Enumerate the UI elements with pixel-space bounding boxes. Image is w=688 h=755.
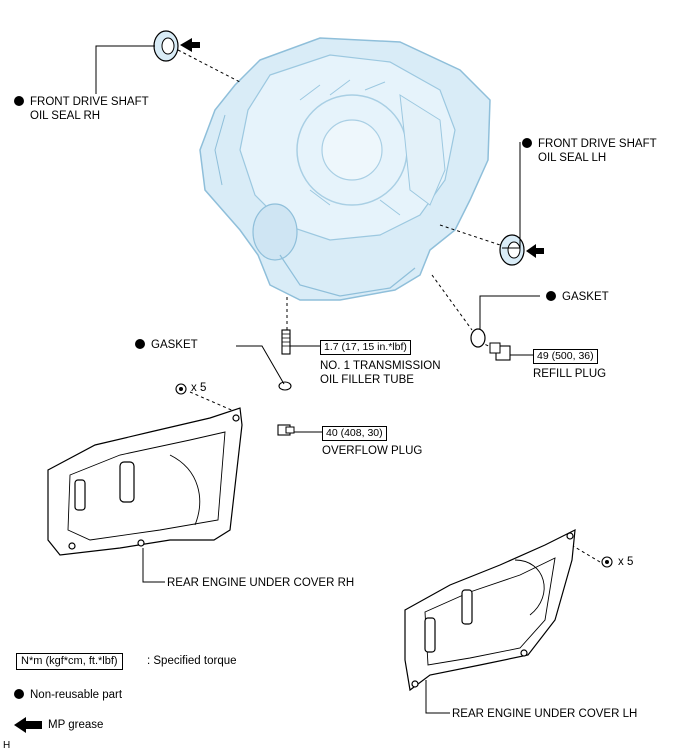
refill-plug: [489, 342, 511, 361]
oil-seal-lh: [499, 234, 544, 266]
callout-lines: [95, 45, 540, 714]
label-filler-tube: NO. 1 TRANSMISSION: [320, 360, 441, 372]
clip-rh: [175, 383, 187, 395]
label-front-seal-rh: FRONT DRIVE SHAFT: [14, 95, 149, 109]
overflow-plug: [277, 424, 295, 436]
non-reusable-icon: [14, 96, 24, 106]
label-filler-tube-line2: OIL FILLER TUBE: [320, 374, 414, 386]
gasket-overflow: [278, 381, 292, 391]
label-gasket-refill: GASKET: [546, 290, 609, 304]
grease-arrow-icon: [180, 38, 200, 52]
legend-torque-box: N*m (kgf*cm, ft.*lbf): [16, 653, 123, 670]
figure-code: H: [3, 740, 11, 751]
gasket-refill: [470, 328, 486, 348]
under-cover-lh: [404, 528, 576, 692]
label-lh-clips-qty: x 5: [618, 556, 634, 568]
legend-grease-arrow-icon: [14, 717, 42, 733]
torque-filler-tube: 1.7 (17, 15 in.*lbf): [320, 340, 411, 355]
transaxle-illustration: [199, 37, 491, 301]
non-reusable-icon: [522, 138, 532, 148]
oil-seal-rh: [153, 30, 200, 62]
label-front-seal-lh-line2: OIL SEAL LH: [538, 152, 607, 164]
non-reusable-icon: [14, 689, 24, 699]
label-cover-rh: REAR ENGINE UNDER COVER RH: [167, 577, 355, 589]
under-cover-rh: [47, 407, 243, 556]
grease-arrow-icon: [526, 244, 544, 258]
legend-non-reusable: Non-reusable part: [14, 688, 122, 702]
legend-torque-desc: : Specified torque: [147, 655, 237, 667]
label-gasket-overflow: GASKET: [135, 338, 198, 352]
non-reusable-icon: [135, 339, 145, 349]
torque-overflow-plug: 40 (408, 30): [322, 426, 387, 441]
label-rh-clips-qty: x 5: [191, 382, 207, 394]
legend-grease: MP grease: [48, 719, 104, 731]
label-cover-lh: REAR ENGINE UNDER COVER LH: [452, 708, 638, 720]
torque-refill-plug: 49 (500, 36): [533, 349, 598, 364]
filler-tube: [281, 329, 291, 355]
label-front-seal-rh-line2: OIL SEAL RH: [30, 110, 101, 122]
non-reusable-icon: [546, 291, 556, 301]
label-refill-plug: REFILL PLUG: [533, 368, 607, 380]
clip-lh: [601, 556, 613, 568]
label-front-seal-lh: FRONT DRIVE SHAFT: [522, 137, 657, 151]
label-overflow-plug: OVERFLOW PLUG: [322, 445, 423, 457]
